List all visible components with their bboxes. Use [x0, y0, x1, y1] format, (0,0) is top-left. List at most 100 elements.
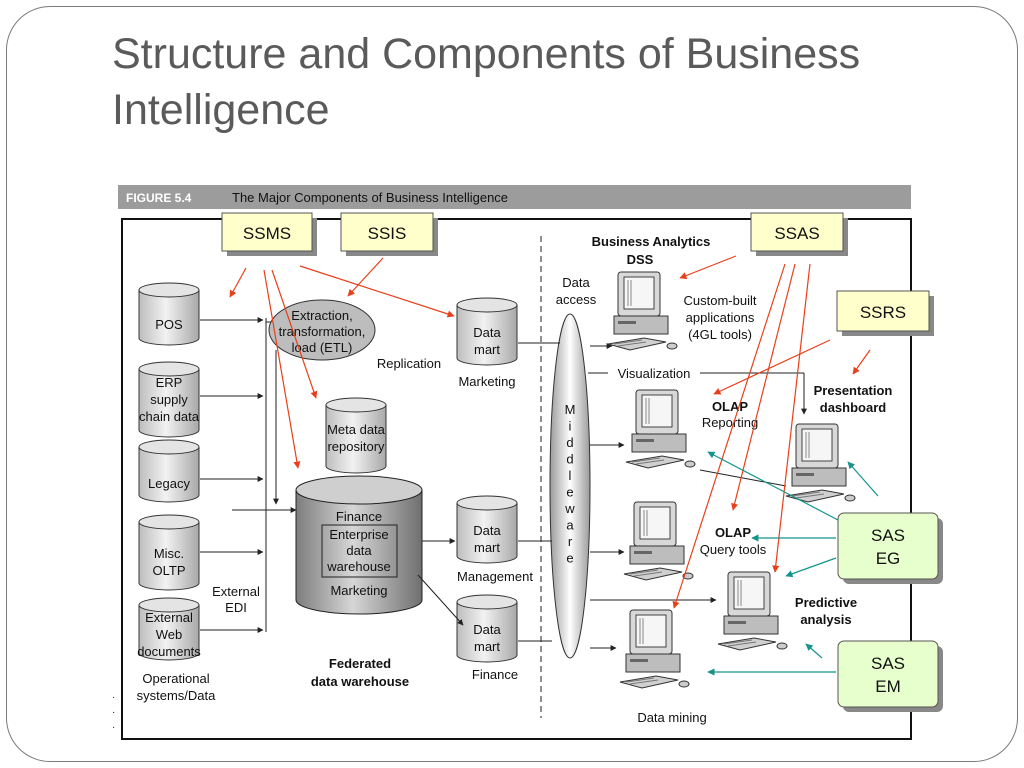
source-erp-label: supply: [150, 392, 188, 407]
tool-arrows-teal: [707, 451, 879, 676]
tool-box-sas-eg: SAS EG: [837, 512, 943, 584]
ssas-label: SSAS: [774, 224, 819, 243]
etl-process: Extraction, transformation, load (ETL): [268, 299, 376, 361]
dw-marketing-label: Marketing: [330, 583, 387, 598]
middleware-letter: d: [566, 452, 573, 467]
enterprise-data-warehouse: Finance Enterprise data warehouse Market…: [295, 475, 423, 615]
metadata-label: repository: [327, 439, 385, 454]
visualization-bg: [610, 365, 698, 381]
presentation-dashboard-label: dashboard: [820, 400, 887, 415]
mart-label: mart: [474, 342, 500, 357]
ellipsis-mark: ·: [112, 707, 115, 718]
mart-caption: Management: [457, 569, 533, 584]
olap-reporting-label: OLAP: [712, 399, 748, 414]
figure-caption: The Major Components of Business Intelli…: [232, 190, 508, 205]
data-mining-label: Data mining: [637, 710, 706, 725]
operational-caption: Operational: [142, 671, 209, 686]
source-misc-oltp: Misc. OLTP: [138, 514, 200, 591]
etl-label: load (ETL): [292, 340, 353, 355]
ellipsis-mark: ·: [112, 722, 115, 733]
replication-label: Replication: [377, 356, 441, 371]
visualization-label: Visualization: [618, 366, 691, 381]
figure-header-bar: [118, 185, 911, 209]
ellipsis-mark: ·: [112, 692, 115, 703]
middleware-letter: e: [566, 551, 573, 566]
figure-label: FIGURE 5.4: [126, 191, 192, 205]
olap-query-label: OLAP: [715, 525, 751, 540]
mart-label: mart: [474, 639, 500, 654]
source-misc-label: OLTP: [153, 563, 186, 578]
source-ext-label: Web: [156, 627, 183, 642]
tool-box-ssrs: SSRS: [836, 290, 934, 336]
middleware: [549, 313, 591, 659]
dw-inner-label: warehouse: [326, 559, 391, 574]
source-pos-label: POS: [155, 317, 183, 332]
access-connectors: [518, 342, 807, 651]
middleware-letter: i: [569, 419, 572, 434]
business-analytics-label: Business Analytics: [592, 234, 711, 249]
sas-eg-label: SAS: [871, 526, 905, 545]
source-legacy: Legacy: [138, 439, 200, 503]
mart-label: Data: [473, 325, 501, 340]
data-mart-management: Data mart Management: [456, 495, 533, 584]
dw-inner-box: [321, 524, 398, 578]
mart-caption: Finance: [472, 667, 518, 682]
middleware-letter: l: [569, 468, 572, 483]
olap-query-label: Query tools: [700, 542, 767, 557]
federated-label: Federated: [329, 656, 391, 671]
ssrs-label: SSRS: [860, 303, 906, 322]
source-legacy-label: Legacy: [148, 476, 190, 491]
dw-finance-label: Finance: [336, 509, 382, 524]
olap-reporting-label: Reporting: [702, 415, 758, 430]
etl-label: transformation,: [279, 324, 366, 339]
predictive-analysis-label: Predictive: [795, 595, 857, 610]
source-erp: ERP supply chain data: [138, 361, 200, 438]
federated-label: data warehouse: [311, 674, 409, 689]
external-edi-label: EDI: [225, 600, 247, 615]
business-analytics-label: DSS: [627, 252, 654, 267]
predictive-analysis-label: analysis: [800, 612, 851, 627]
presentation-dashboard-label: Presentation: [814, 383, 893, 398]
sas-em-label: EM: [875, 677, 901, 696]
middleware-letter: a: [566, 518, 574, 533]
middleware-letter: d: [566, 435, 573, 450]
middleware-letter: M: [565, 402, 576, 417]
title-line-1: Structure and Components of Business: [112, 30, 861, 78]
metadata-label: Meta data: [327, 422, 386, 437]
data-access-label: access: [556, 292, 597, 307]
source-pos: POS: [138, 282, 200, 346]
source-external-web: External Web documents: [137, 597, 201, 661]
dw-inner-label: data: [346, 543, 372, 558]
data-mart-marketing: Data mart Marketing: [456, 297, 518, 389]
metadata-repository: Meta data repository: [325, 397, 387, 474]
tool-box-ssis: SSIS: [340, 212, 438, 256]
source-erp-label: ERP: [156, 375, 183, 390]
source-ext-label: External: [145, 610, 193, 625]
warehouse-connectors: [417, 538, 464, 626]
tool-box-ssas: SSAS: [750, 212, 848, 256]
data-access-label: Data: [562, 275, 590, 290]
tool-arrows-red: [229, 255, 871, 609]
custom-built-label: Custom-built: [684, 293, 757, 308]
mart-label: mart: [474, 540, 500, 555]
middleware-letter: e: [566, 485, 573, 500]
tool-box-sas-em: SAS EM: [837, 640, 943, 712]
middleware-letter: r: [568, 534, 573, 549]
operational-caption: systems/Data: [137, 688, 217, 703]
source-misc-label: Misc.: [154, 546, 184, 561]
custom-built-label: (4GL tools): [688, 327, 752, 342]
external-edi-label: External: [212, 584, 260, 599]
dw-inner-label: Enterprise: [329, 527, 388, 542]
mart-caption: Marketing: [458, 374, 515, 389]
source-connectors: [200, 317, 297, 633]
data-mart-finance: Data mart Finance: [456, 594, 518, 682]
sas-em-label: SAS: [871, 654, 905, 673]
middleware-letter: w: [564, 501, 575, 516]
source-erp-label: chain data: [139, 409, 200, 424]
ssis-label: SSIS: [368, 224, 407, 243]
custom-built-label: applications: [686, 310, 755, 325]
ssms-label: SSMS: [243, 224, 291, 243]
slide-title: Structure and Components of Business Int…: [112, 26, 992, 138]
